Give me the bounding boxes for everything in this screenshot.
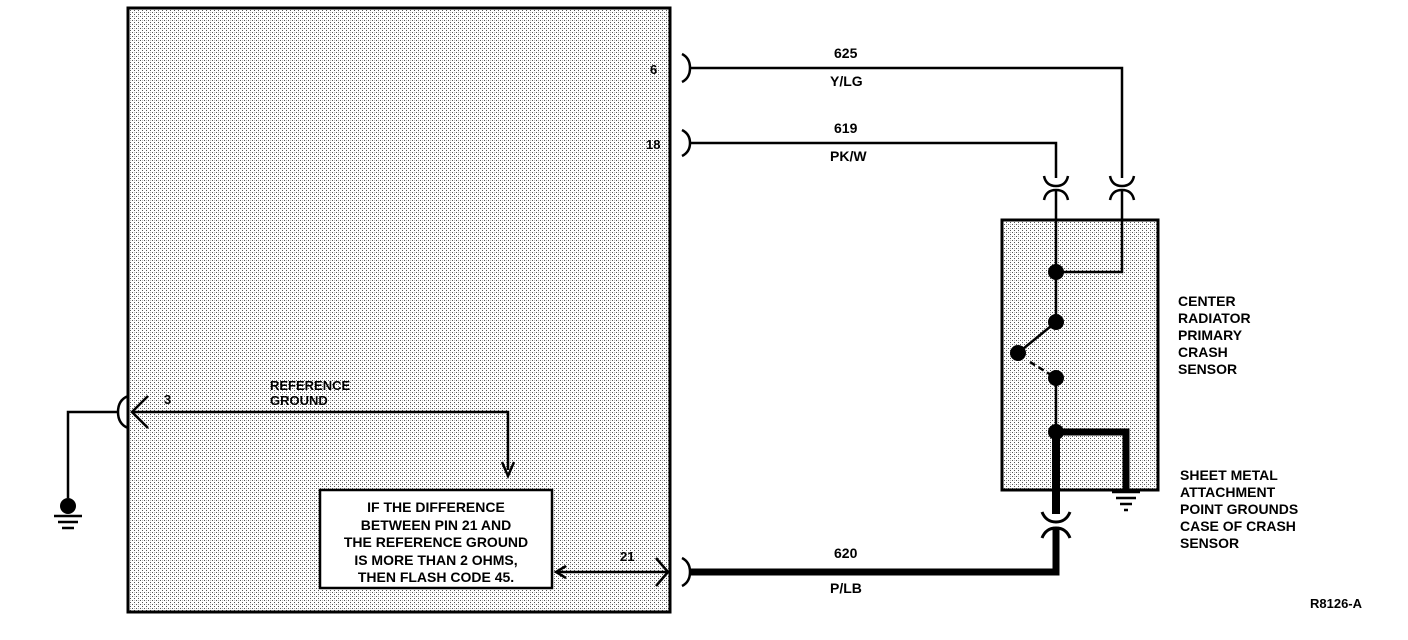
reference-ground-path (130, 395, 516, 480)
ground-note-line-5: SENSOR (1180, 535, 1239, 551)
external-ground-wire (66, 394, 129, 498)
note-box (318, 488, 554, 590)
pin-3-label: 3 (164, 392, 171, 407)
wire-619-circuit: 619 (834, 120, 858, 136)
ground-note-line-3: POINT GROUNDS (1180, 501, 1298, 517)
wire-619 (681, 128, 1058, 178)
sensor-name-line-1: CENTER (1178, 293, 1236, 309)
case-ground-symbol (1112, 490, 1140, 512)
wire-619-color: PK/W (830, 148, 867, 164)
note-line-2: BETWEEN PIN 21 AND (361, 517, 511, 533)
external-ground-symbol (54, 498, 82, 530)
sensor-name-line-2: RADIATOR (1178, 310, 1251, 326)
ground-note-line-1: SHEET METAL (1180, 467, 1278, 483)
wire-625 (681, 52, 1124, 178)
sensor-name-line-5: SENSOR (1178, 361, 1237, 377)
reference-ground-label-1: REFERENCE (270, 378, 351, 393)
note-line-1: IF THE DIFFERENCE (367, 499, 505, 515)
pin21-measure-arrow (553, 557, 670, 587)
note-line-4: IS MORE THAN 2 OHMS, (354, 552, 517, 568)
wire-620-circuit: 620 (834, 545, 858, 561)
pin-21-label: 21 (620, 549, 634, 564)
wire-625-circuit: 625 (834, 45, 858, 61)
wire-620 (681, 528, 1060, 588)
reference-ground-label-2: GROUND (270, 393, 328, 408)
note-line-5: THEN FLASH CODE 45. (358, 569, 514, 585)
pin-6-label: 6 (650, 62, 657, 77)
crash-sensor-box (1000, 218, 1160, 492)
wire-625-color: Y/LG (830, 73, 863, 89)
figure-id: R8126-A (1310, 596, 1363, 611)
note-line-3: THE REFERENCE GROUND (344, 534, 528, 550)
ground-note-line-4: CASE OF CRASH (1180, 518, 1296, 534)
sensor-name-line-3: PRIMARY (1178, 327, 1243, 343)
wire-620-color: P/LB (830, 580, 862, 596)
sensor-name-line-4: CRASH (1178, 344, 1228, 360)
pin-18-label: 18 (646, 137, 660, 152)
ground-note-line-2: ATTACHMENT (1180, 484, 1276, 500)
sensor-case-ground-strap (1052, 428, 1130, 514)
